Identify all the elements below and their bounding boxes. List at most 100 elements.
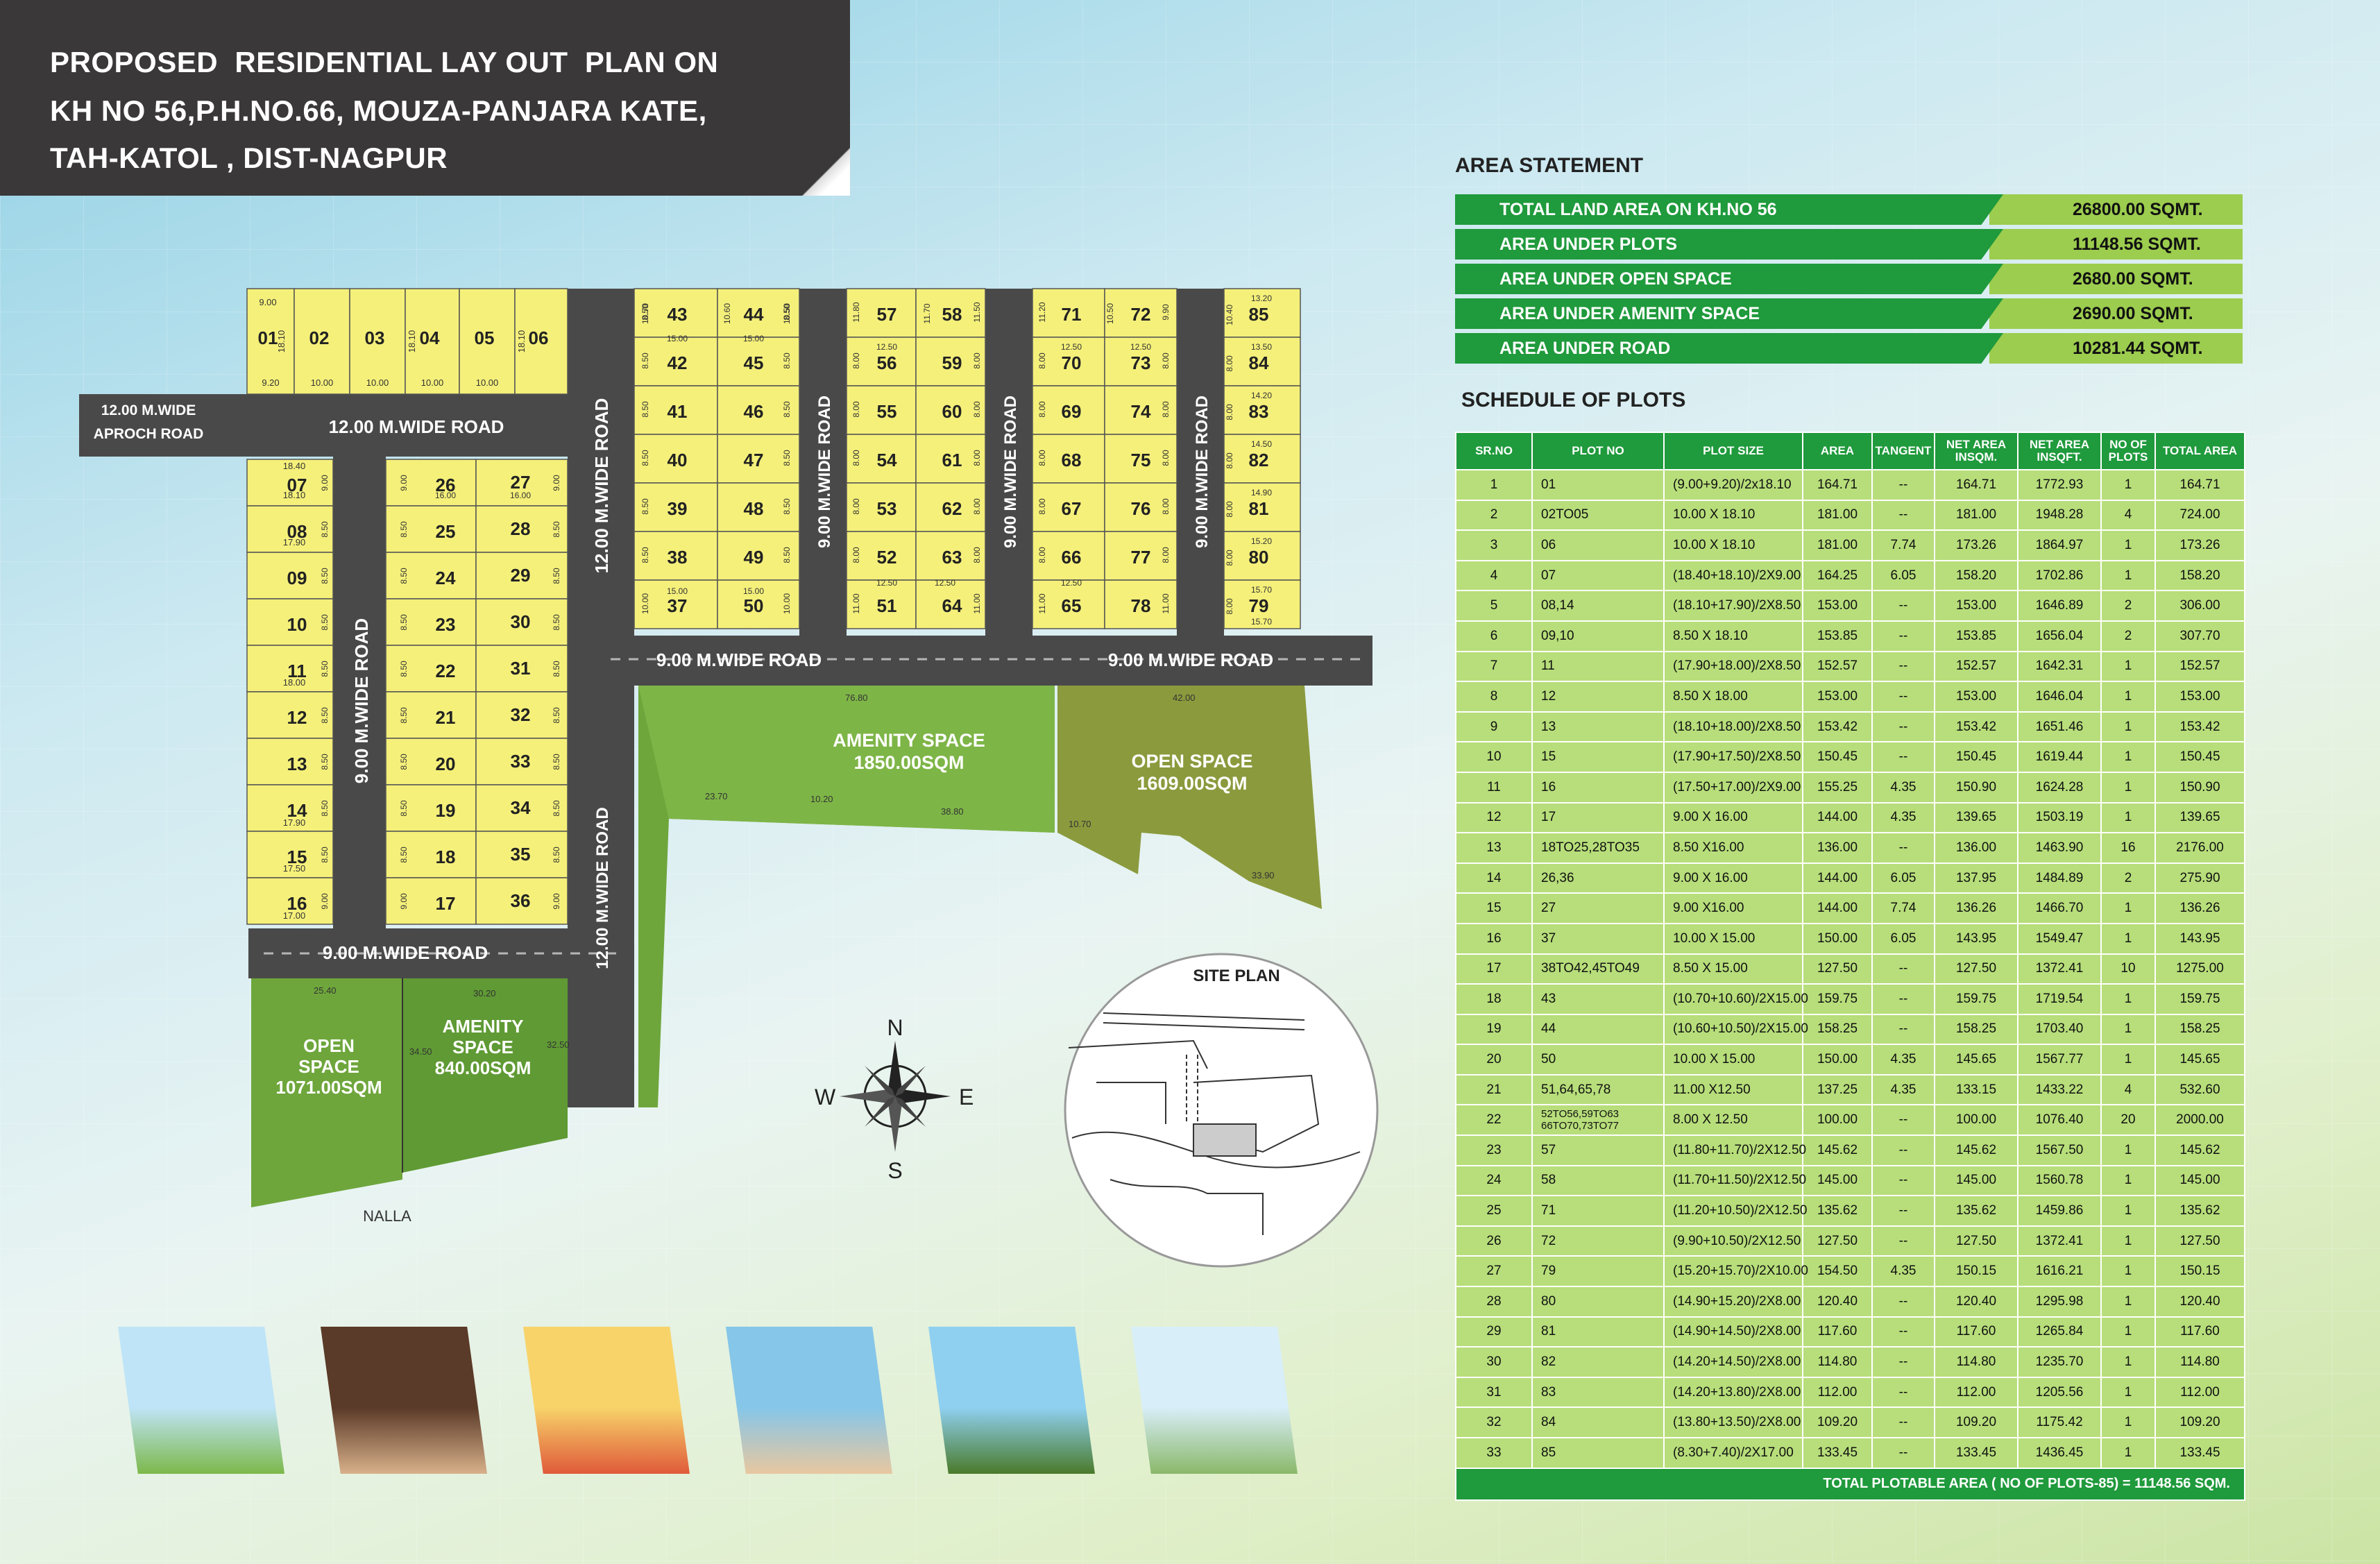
plot-dim: 10.00: [366, 377, 389, 388]
table-cell: --: [1871, 590, 1935, 622]
plot-dim: 8.00: [972, 352, 982, 369]
plot-number: 60: [942, 401, 962, 422]
table-cell: 139.65: [1934, 801, 2018, 834]
plot-col-b-left: [385, 784, 477, 832]
table-cell: 114.80: [1934, 1346, 2018, 1378]
plot-number: 75: [1131, 450, 1151, 470]
plot-dim: 10.00: [640, 593, 650, 614]
table-cell: 153.00: [1802, 590, 1873, 622]
plot-number: 85: [1249, 304, 1269, 325]
road-v9-b: [985, 289, 1032, 636]
road-label-v9-left: 9.00 M.WIDE ROAD: [351, 618, 372, 783]
plot-dim: 14.50: [1251, 439, 1272, 449]
plot-dim: 18.40: [283, 461, 306, 471]
table-cell: 9.00 X 16.00: [1663, 862, 1803, 894]
plot-col-d-right: [915, 579, 986, 629]
plot-number: 68: [1062, 450, 1082, 470]
table-cell: 1619.44: [2017, 741, 2102, 773]
table-cell: 1560.78: [2017, 1164, 2102, 1197]
plot-number: 69: [1062, 401, 1082, 422]
table-cell: 13: [1531, 711, 1665, 743]
plot-dim: 17.50: [283, 863, 306, 874]
table-cell: 307.70: [2154, 620, 2245, 652]
plot-dim: 9.00: [320, 475, 330, 491]
table-cell: 117.60: [1802, 1316, 1873, 1348]
table-cell: 18TO25,28TO35: [1531, 832, 1665, 864]
table-cell: 15: [1531, 741, 1665, 773]
table-cell: 2176.00: [2154, 832, 2245, 864]
plot-number: 20: [436, 754, 456, 774]
plot-col-a: [246, 598, 334, 646]
plot-dim: 9.00: [552, 893, 561, 910]
plot-col-c-right: [717, 288, 800, 338]
table-cell: 16: [1531, 771, 1665, 804]
road-label-approach-1: 12.00 M.WIDE: [101, 402, 196, 418]
plot-dim: 9.00: [259, 297, 276, 307]
plot-dim: 8.00: [1225, 598, 1234, 615]
plot-number: 05: [475, 328, 495, 348]
area-row: 26800.00 SQMT.TOTAL LAND AREA ON KH.NO 5…: [1455, 194, 2243, 225]
table-cell: 51,64,65,78: [1531, 1073, 1665, 1106]
plot-number: 39: [668, 498, 688, 519]
table-cell: --: [1871, 983, 1935, 1015]
table-cell: 1: [2100, 1346, 2156, 1378]
plot-number: 74: [1131, 401, 1151, 422]
road-v9-c: [1177, 289, 1224, 636]
open-bottom-label-2: SPACE: [298, 1056, 359, 1077]
table-cell: --: [1871, 1286, 1935, 1318]
table-cell: 3: [1455, 529, 1533, 561]
plot-dim: 8.00: [1161, 498, 1171, 515]
table-cell: 127.50: [1802, 953, 1873, 985]
plot-dim: 10.60: [722, 303, 732, 324]
plot-dim: 10.70: [640, 303, 650, 324]
table-cell: 158.25: [2154, 1013, 2245, 1046]
plot-dim: 8.50: [640, 450, 650, 466]
table-cell: 4.35: [1871, 1073, 1935, 1106]
plot-dim: 8.50: [552, 847, 561, 863]
plot-top-row: [349, 288, 406, 395]
table-cell: 181.00: [1934, 499, 2018, 532]
table-cell: 4.35: [1871, 1255, 1935, 1288]
plot-number: 12: [287, 707, 307, 728]
table-cell: 120.40: [1802, 1286, 1873, 1318]
plot-number: 73: [1131, 352, 1151, 373]
green-spaces: [251, 686, 1322, 1207]
plot-number: 21: [436, 707, 456, 728]
plot-col-e-right: [1104, 288, 1178, 338]
plot-col-e-right: [1104, 579, 1178, 629]
table-cell: 145.62: [2154, 1134, 2245, 1166]
plot-dim: 10.00: [421, 377, 444, 388]
plot-dim: 18.00: [283, 677, 306, 688]
plot-number: 22: [436, 661, 456, 681]
plot-dim: 8.50: [640, 401, 650, 418]
table-cell: 29: [1455, 1316, 1533, 1348]
area-value-cell: 11148.56 SQMT.: [1989, 229, 2243, 260]
plot-dim: 8.50: [552, 661, 561, 677]
table-cell: 21: [1455, 1073, 1533, 1106]
plot-number: 25: [436, 521, 456, 542]
area-label: TOTAL LAND AREA ON KH.NO 56: [1499, 200, 1777, 219]
table-cell: 9: [1455, 711, 1533, 743]
table-cell: 112.00: [1802, 1376, 1873, 1409]
plot-dim: 8.50: [782, 304, 792, 321]
plot-number: 01: [258, 328, 278, 348]
table-cell: 7.74: [1871, 529, 1935, 561]
table-cell: 153.85: [1934, 620, 2018, 652]
table-cell: 143.95: [2154, 922, 2245, 955]
plot-col-c-right: [717, 482, 800, 532]
plot-dim: 8.00: [1161, 352, 1171, 369]
table-cell: 08,14: [1531, 590, 1665, 622]
plot-number: 65: [1062, 595, 1082, 616]
plot-dim: 8.00: [1161, 450, 1171, 466]
plot-col-a: [246, 505, 334, 553]
table-cell: 12: [1455, 801, 1533, 834]
schedule-total: TOTAL PLOTABLE AREA ( NO OF PLOTS-85) = …: [1455, 1467, 2245, 1501]
